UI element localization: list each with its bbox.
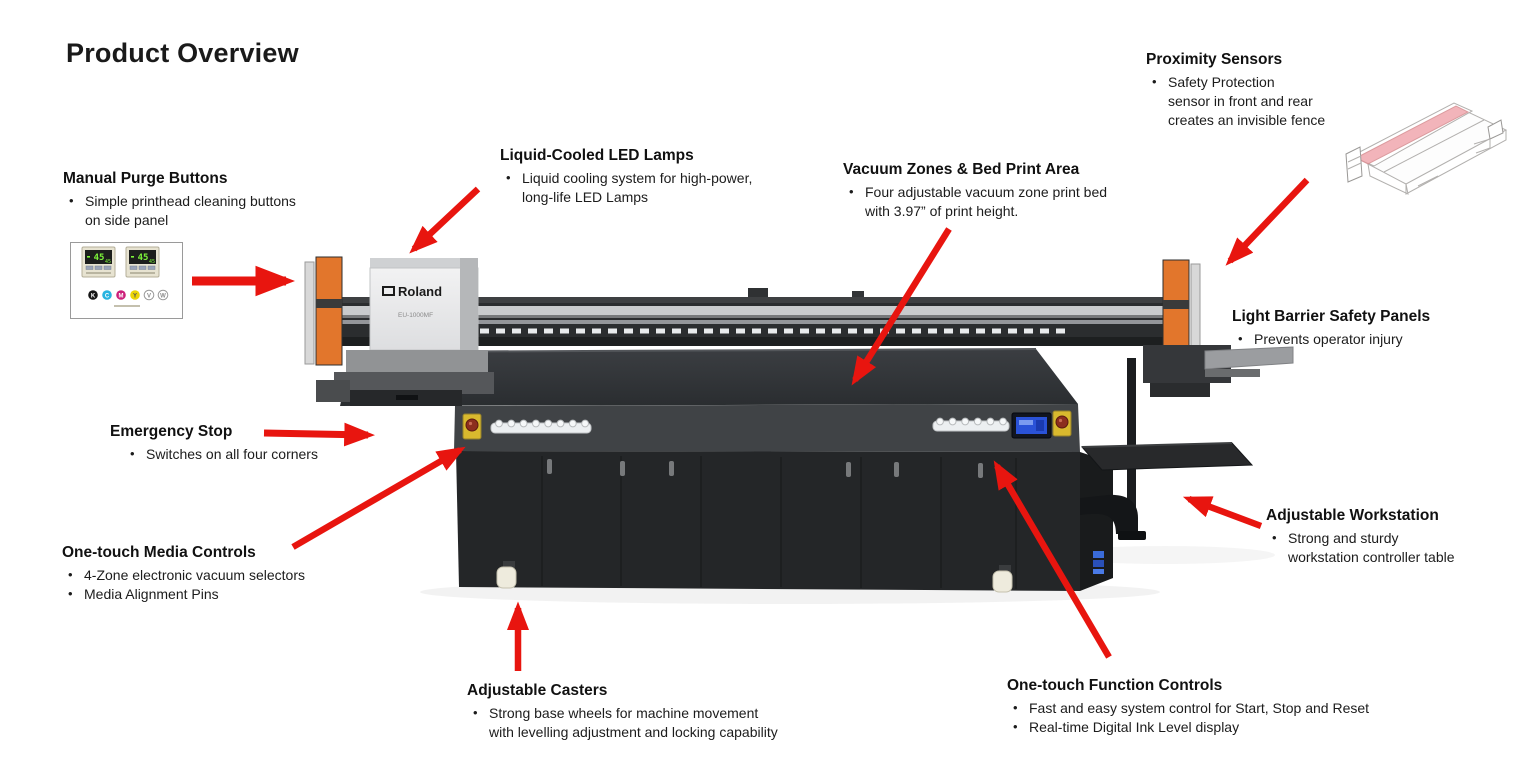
print-bed (340, 348, 1078, 406)
svg-text:W: W (160, 293, 166, 299)
arrow-media-controls (291, 446, 466, 550)
caster-right (992, 565, 1013, 593)
arrow-workstation (1182, 495, 1263, 530)
callout-title: Adjustable Casters (467, 682, 608, 699)
side-connectors (1093, 551, 1104, 574)
svg-text:V: V (147, 293, 151, 299)
svg-text:45: 45 (94, 253, 105, 263)
svg-text:45: 45 (138, 253, 149, 263)
callout-bullet: Four adjustable vacuum zone print bed wi… (865, 183, 1108, 219)
light-barrier-panel-right (1162, 259, 1201, 367)
callout-title: One-touch Media Controls (62, 544, 256, 561)
model-label: EU-1000MF (398, 312, 433, 319)
gantry-right-end (1143, 345, 1294, 397)
emergency-stop-button-right (1052, 410, 1072, 437)
callout-casters: Adjustable Casters •Strong base wheels f… (467, 682, 867, 742)
workstation-table (1080, 442, 1254, 540)
callout-title: Liquid-Cooled LED Lamps (500, 147, 694, 164)
callout-title: One-touch Function Controls (1007, 677, 1223, 694)
emergency-stop-button-left (462, 413, 482, 440)
callout-bullet: Real-time Digital Ink Level display (1029, 718, 1240, 735)
callout-bullet: Switches on all four corners (146, 445, 318, 462)
page-title: Product Overview (66, 38, 299, 68)
callout-title: Vacuum Zones & Bed Print Area (843, 161, 1080, 178)
caster-left (496, 561, 517, 589)
svg-text:Y: Y (133, 293, 137, 299)
ground-shadow (420, 580, 1160, 604)
light-barrier-panel-left (304, 256, 343, 366)
callout-manual-purge-buttons: Manual Purge Buttons •Simple printhead c… (63, 170, 363, 230)
callout-title: Proximity Sensors (1146, 51, 1283, 68)
cabinet-side-panel (1080, 452, 1113, 591)
svg-text:K: K (91, 293, 96, 299)
svg-text:C: C (105, 293, 110, 299)
callout-title: Emergency Stop (110, 423, 233, 440)
callout-media-controls: One-touch Media Controls •4-Zone electro… (62, 544, 392, 604)
callout-bullet: Prevents operator injury (1254, 330, 1403, 347)
proximity-sensor-inset-image (1338, 96, 1518, 216)
callout-bullet: Strong base wheels for machine movement … (489, 704, 778, 740)
callout-title: Adjustable Workstation (1266, 507, 1439, 524)
callout-light-barrier: Light Barrier Safety Panels •Prevents op… (1232, 308, 1512, 349)
callout-bullet: 4-Zone electronic vacuum selectors (84, 566, 305, 583)
callout-title: Manual Purge Buttons (63, 170, 228, 187)
callout-bullet: Strong and sturdy workstation controller… (1288, 529, 1455, 565)
callout-bullet: Simple printhead cleaning buttons on sid… (85, 192, 296, 228)
arrow-function-controls (993, 460, 1112, 659)
function-control-buttons (932, 417, 1010, 432)
arrow-proximity-sensors (1225, 177, 1310, 266)
roland-logo: Roland (382, 284, 442, 299)
callout-title: Light Barrier Safety Panels (1232, 308, 1431, 325)
callout-led-lamps: Liquid-Cooled LED Lamps •Liquid cooling … (500, 147, 820, 207)
cabinet (456, 451, 1113, 591)
purge-pressure-gauge: 45 45 (81, 246, 116, 278)
callout-proximity-sensors: Proximity Sensors •Safety Protection sen… (1146, 51, 1376, 130)
callout-bullet: Fast and easy system control for Start, … (1029, 699, 1370, 716)
callout-emergency-stop: Emergency Stop •Switches on all four cor… (110, 423, 390, 464)
svg-text:Roland: Roland (398, 284, 442, 299)
callout-bullet: Safety Protection sensor in front and re… (1168, 73, 1326, 128)
arrow-led-lamps (409, 186, 481, 254)
callout-bullet: Media Alignment Pins (84, 585, 219, 602)
callout-bullet: Liquid cooling system for high-power, lo… (522, 169, 753, 205)
arrow-vacuum-zones (851, 227, 952, 386)
purge-pressure-gauge: 45 45 (125, 246, 160, 278)
svg-text:45: 45 (105, 259, 111, 265)
ground-shadow (1055, 546, 1275, 564)
ink-channel-buttons: K C M Y V W (88, 289, 169, 301)
svg-text:45: 45 (149, 259, 155, 265)
purge-buttons-inset-image: 45 45 45 45 K C M Y V W (70, 242, 183, 319)
gantry-beam (332, 288, 1184, 346)
svg-text:M: M (119, 293, 124, 299)
front-control-band (454, 404, 1080, 452)
print-carriage: Roland EU-1000MF (316, 258, 494, 406)
callout-function-controls: One-touch Function Controls •Fast and ea… (1007, 677, 1477, 737)
ink-level-display (1011, 412, 1052, 439)
workstation-post (1127, 358, 1136, 534)
callout-workstation: Adjustable Workstation •Strong and sturd… (1266, 507, 1516, 567)
media-control-buttons (490, 419, 592, 434)
callout-vacuum-zones: Vacuum Zones & Bed Print Area •Four adju… (843, 161, 1173, 221)
